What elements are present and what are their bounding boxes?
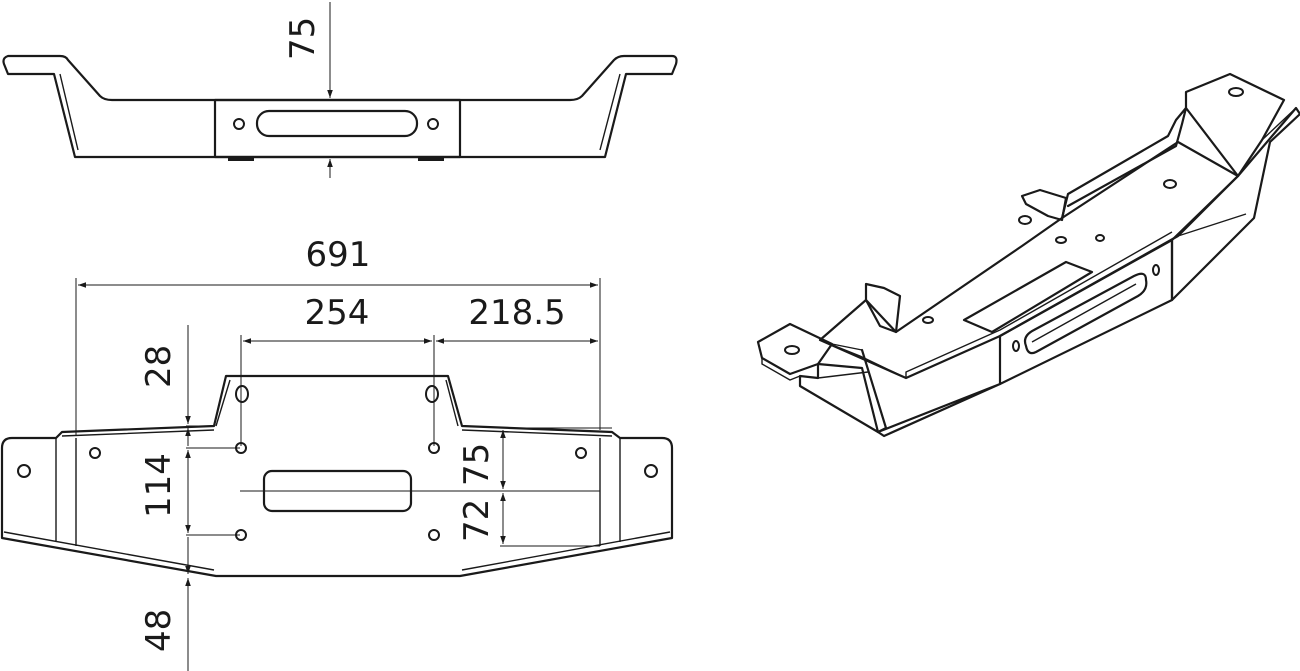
front-left-hole	[233, 118, 245, 130]
top-left-bolt-hole	[89, 447, 101, 459]
top-left-lug-hole	[17, 464, 31, 478]
iso-deck-hole-5	[1095, 234, 1105, 242]
top-upper-right-hole	[425, 385, 439, 403]
iso-back-flange	[1060, 106, 1188, 220]
top-view: 691 254 218.5 28 114 48 75 72	[0, 235, 674, 671]
front-left-pad	[228, 157, 254, 161]
top-upper-left-hole	[235, 385, 249, 403]
isometric-view	[756, 72, 1300, 438]
iso-rear-upright	[1020, 188, 1068, 222]
upper-offset-label: 75	[457, 443, 497, 486]
rear-depth-label: 48	[139, 609, 179, 652]
iso-deck-hole-4	[922, 316, 934, 324]
overall-width-label: 691	[306, 235, 371, 275]
iso-deck-hole-1	[1018, 215, 1032, 225]
iso-left-tab-hole	[784, 345, 800, 355]
hole-spacing-label: 254	[305, 293, 370, 333]
top-view-outline	[0, 374, 674, 578]
top-right-bolt-hole	[575, 447, 587, 459]
iso-right-tab-hole	[1228, 87, 1244, 97]
front-fairlead-slot	[255, 109, 419, 138]
extension-lines	[75, 278, 612, 547]
iso-front-slot-inner	[1031, 283, 1137, 343]
iso-front-slot	[1023, 272, 1148, 355]
side-height-label: 75	[283, 17, 323, 60]
iso-front-right-hole	[1152, 264, 1160, 276]
iso-deck-plate	[818, 140, 1240, 380]
iso-left-wing-inner	[817, 343, 869, 379]
front-view-inner-edge	[8, 73, 672, 151]
iso-deck-slot	[962, 260, 1094, 334]
vertical-spacing-label: 114	[139, 453, 179, 518]
front-plate	[213, 98, 462, 159]
iso-left-tab-edge	[761, 358, 801, 381]
iso-front-left-hole	[1012, 340, 1020, 352]
right-offset-label: 218.5	[468, 293, 565, 333]
iso-left-upright	[864, 282, 902, 334]
iso-deck-hole-3	[1055, 236, 1067, 244]
front-view-outline	[2, 54, 678, 159]
iso-right-wing	[1170, 106, 1300, 302]
front-right-pad	[418, 157, 444, 161]
iso-deck-inner-edge	[819, 231, 1173, 379]
top-right-lug-hole	[644, 464, 658, 478]
iso-deck-hole-2	[1163, 179, 1177, 189]
lower-offset-label: 72	[457, 499, 497, 542]
iso-front-lower	[876, 382, 1002, 438]
flange-height-label: 28	[139, 345, 179, 388]
front-right-hole	[427, 118, 439, 130]
front-view: 75	[2, 2, 678, 178]
winch-hole-4	[428, 529, 440, 541]
top-view-edge-lines	[3, 379, 671, 571]
